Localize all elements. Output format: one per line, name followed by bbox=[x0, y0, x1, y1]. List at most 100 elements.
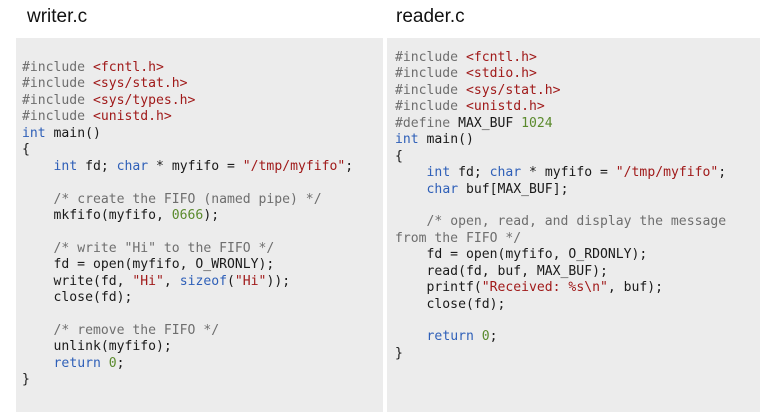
writer-code-token bbox=[22, 192, 54, 207]
reader-code-token: "/tmp/myfifo" bbox=[615, 165, 719, 181]
reader-code-token: MAX_BUF bbox=[450, 115, 522, 131]
writer-code-line: #include <sys/stat.h> bbox=[22, 76, 383, 92]
reader-code-token bbox=[474, 329, 482, 344]
reader-code-line bbox=[395, 198, 760, 214]
writer-code-line: close(fd); bbox=[22, 290, 383, 306]
writer-code-line: return 0; bbox=[22, 356, 383, 372]
writer-code-line: write(fd, "Hi", sizeof("Hi")); bbox=[22, 274, 383, 290]
reader-code-line: { bbox=[395, 149, 760, 165]
writer-code-token: unlink(myfifo); bbox=[22, 339, 172, 355]
reader-code-token: <fcntl.h> bbox=[465, 50, 537, 65]
reader-code-token: 0 bbox=[481, 329, 490, 345]
writer-code-line: } bbox=[22, 372, 383, 388]
writer-code-token: <unistd.h> bbox=[92, 109, 172, 125]
reader-code-token: int bbox=[395, 132, 419, 148]
writer-code-token: } bbox=[22, 372, 30, 388]
writer-code-token: "Hi" bbox=[132, 273, 164, 289]
writer-code-token bbox=[22, 159, 54, 174]
reader-code-line: read(fd, buf, MAX_BUF); bbox=[395, 264, 760, 280]
writer-code-token bbox=[22, 323, 54, 338]
reader-code-token bbox=[395, 182, 427, 197]
writer-file-title: writer.c bbox=[27, 6, 88, 27]
writer-code-line: fd = open(myfifo, O_WRONLY); bbox=[22, 257, 383, 273]
reader-code-token: { bbox=[395, 148, 403, 164]
reader-code-token: * myfifo = bbox=[521, 165, 616, 181]
reader-code-token: main() bbox=[418, 132, 474, 148]
writer-code-line bbox=[22, 224, 383, 240]
writer-code-token: <sys/stat.h> bbox=[92, 76, 188, 92]
writer-code-token: sizeof bbox=[179, 273, 228, 289]
writer-code-line: /* create the FIFO (named pipe) */ bbox=[22, 192, 383, 208]
reader-code-line: #include <fcntl.h> bbox=[395, 50, 760, 66]
writer-code-token: 0666 bbox=[171, 207, 204, 223]
reader-code-token: fd = open(myfifo, O_RDONLY); bbox=[395, 247, 648, 263]
reader-code-panel: #include <fcntl.h>#include <stdio.h>#inc… bbox=[387, 38, 760, 412]
writer-code-token: ; bbox=[345, 158, 354, 174]
reader-code-line: } bbox=[395, 346, 760, 362]
reader-code-line: char buf[MAX_BUF]; bbox=[395, 182, 760, 198]
reader-file-title: reader.c bbox=[396, 6, 465, 27]
writer-code-token: ); bbox=[203, 207, 220, 223]
reader-code-line: #include <unistd.h> bbox=[395, 99, 760, 115]
writer-code-line: #include <fcntl.h> bbox=[22, 60, 383, 76]
reader-code-token bbox=[395, 165, 427, 180]
writer-code-token: "/tmp/myfifo" bbox=[242, 158, 346, 174]
writer-code-token: #include bbox=[22, 109, 93, 125]
writer-code-token: { bbox=[22, 142, 30, 158]
reader-code-token: char bbox=[489, 165, 522, 181]
reader-code-line: int fd; char * myfifo = "/tmp/myfifo"; bbox=[395, 165, 760, 181]
writer-code-token: fd = open(myfifo, O_WRONLY); bbox=[22, 257, 275, 273]
writer-code-line: int fd; char * myfifo = "/tmp/myfifo"; bbox=[22, 159, 383, 175]
writer-code-token bbox=[22, 356, 54, 371]
reader-code-token: "Received: %s\n" bbox=[481, 280, 608, 296]
reader-code-line: return 0; bbox=[395, 329, 760, 345]
writer-code-token: int bbox=[53, 158, 78, 174]
writer-code-token: char bbox=[116, 158, 149, 174]
reader-code-line: printf("Received: %s\n", buf); bbox=[395, 280, 760, 296]
reader-code-token: char bbox=[426, 181, 459, 197]
reader-code-token bbox=[395, 329, 427, 344]
writer-code-token: )); bbox=[266, 273, 291, 289]
reader-code-token: <unistd.h> bbox=[465, 99, 545, 115]
reader-code-token: #include bbox=[395, 50, 466, 65]
reader-code-token: /* open, read, and display the message bbox=[426, 214, 727, 230]
reader-code-token: <sys/stat.h> bbox=[465, 82, 561, 98]
reader-code-token: #define bbox=[395, 115, 451, 131]
writer-code-token: #include bbox=[22, 76, 93, 92]
writer-code-panel: #include <fcntl.h>#include <sys/stat.h>#… bbox=[16, 38, 383, 412]
reader-code-line: fd = open(myfifo, O_RDONLY); bbox=[395, 247, 760, 263]
writer-code-token: fd; bbox=[77, 158, 117, 174]
reader-code-token: } bbox=[395, 345, 403, 361]
writer-code-token: <fcntl.h> bbox=[92, 60, 164, 75]
reader-code-line: #include <sys/stat.h> bbox=[395, 83, 760, 99]
reader-code-token bbox=[395, 214, 427, 229]
writer-code-token: close(fd); bbox=[22, 290, 133, 306]
writer-code-token: <sys/types.h> bbox=[92, 92, 196, 108]
reader-code-token: , buf); bbox=[607, 280, 664, 296]
writer-code-token: ( bbox=[227, 273, 235, 289]
writer-code-line: unlink(myfifo); bbox=[22, 339, 383, 355]
writer-code-line: #include <sys/types.h> bbox=[22, 93, 383, 109]
writer-code-line: #include <unistd.h> bbox=[22, 109, 383, 125]
reader-code-line bbox=[395, 313, 760, 329]
writer-code-token: #include bbox=[22, 92, 93, 108]
reader-code-token: read(fd, buf, MAX_BUF); bbox=[395, 263, 608, 279]
reader-code-token: return bbox=[426, 329, 474, 345]
writer-code-line: { bbox=[22, 142, 383, 158]
writer-code-token: 0 bbox=[108, 355, 117, 371]
writer-code-line: mkfifo(myfifo, 0666); bbox=[22, 208, 383, 224]
reader-code-token: <stdio.h> bbox=[465, 66, 537, 82]
writer-code-line: /* write "Hi" to the FIFO */ bbox=[22, 241, 383, 257]
reader-code-line: #define MAX_BUF 1024 bbox=[395, 116, 760, 132]
reader-code-line: int main() bbox=[395, 132, 760, 148]
reader-code-line: from the FIFO */ bbox=[395, 231, 760, 247]
writer-code-token: /* create the FIFO (named pipe) */ bbox=[53, 191, 322, 207]
writer-code-token bbox=[101, 356, 109, 371]
reader-code-token: buf[MAX_BUF]; bbox=[458, 181, 569, 197]
writer-code-token: int bbox=[22, 125, 46, 141]
reader-code-token: ; bbox=[489, 329, 498, 345]
writer-code-token: main() bbox=[45, 125, 101, 141]
reader-code-token: #include bbox=[395, 99, 466, 115]
writer-code-token: , bbox=[163, 273, 180, 289]
